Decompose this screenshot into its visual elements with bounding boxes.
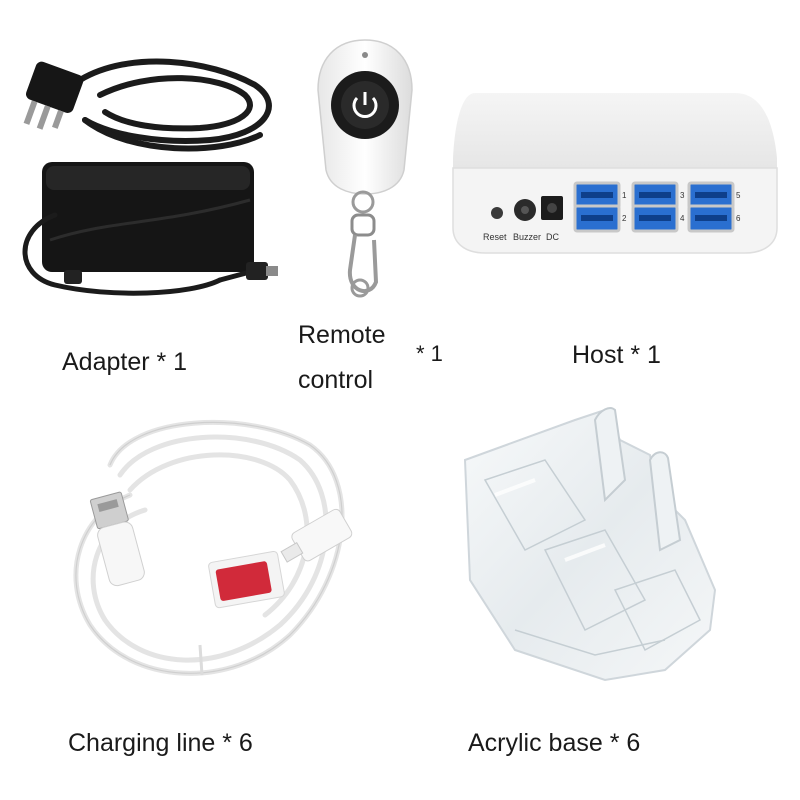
host-label: Host * 1 xyxy=(572,341,661,369)
port-number-5: 5 xyxy=(736,191,741,200)
acrylic-base-illustration xyxy=(463,407,717,682)
port-number-6: 6 xyxy=(736,214,741,223)
charging-line-label: Charging line * 6 xyxy=(68,729,253,757)
power-adapter-illustration xyxy=(22,58,278,296)
acrylic-base-label: Acrylic base * 6 xyxy=(468,729,641,757)
remote-label-line2: control xyxy=(298,366,374,394)
remote-label-line1: Remote xyxy=(298,321,386,349)
power-adapter xyxy=(10,40,280,310)
acrylic-base xyxy=(455,400,735,700)
remote-control xyxy=(300,30,430,320)
remote-control-illustration xyxy=(317,39,413,298)
buzzer-label: Buzzer xyxy=(513,232,541,242)
charging-cable-illustration xyxy=(73,419,353,676)
host-device: Reset Buzzer DC 1 2 3 4 5 6 xyxy=(445,88,785,258)
port-number-1: 1 xyxy=(622,191,627,200)
host-device-illustration: Reset Buzzer DC 1 2 3 4 5 6 xyxy=(452,93,778,254)
port-number-4: 4 xyxy=(680,214,685,223)
port-number-3: 3 xyxy=(680,191,685,200)
port-number-2: 2 xyxy=(622,214,627,223)
charging-cable xyxy=(50,405,370,705)
reset-label: Reset xyxy=(483,232,507,242)
dc-label: DC xyxy=(546,232,559,242)
adapter-label: Adapter * 1 xyxy=(62,348,188,376)
remote-label-qty: * 1 xyxy=(416,341,443,366)
